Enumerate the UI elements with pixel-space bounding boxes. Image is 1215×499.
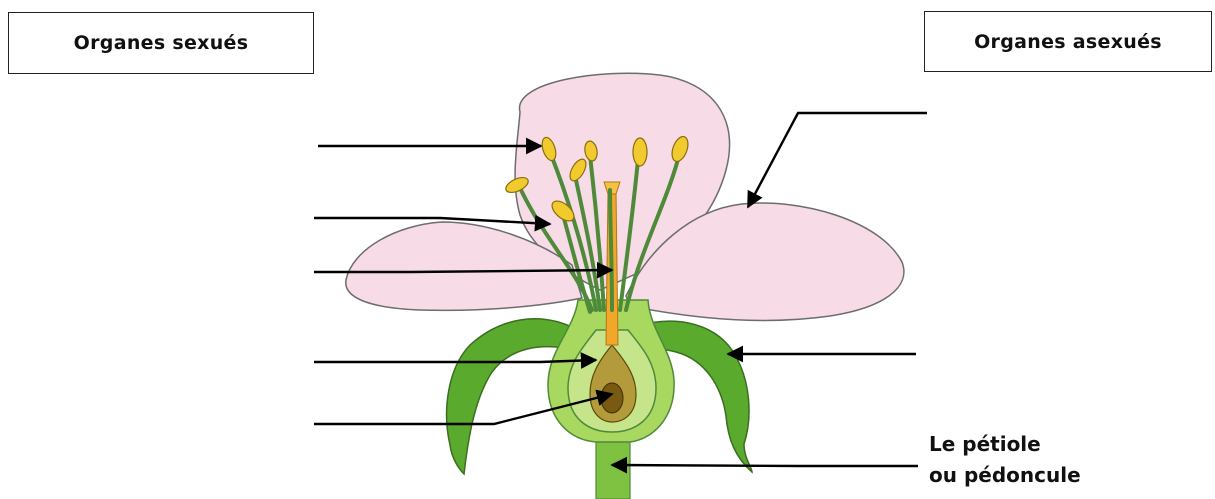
- anther-4: [633, 138, 647, 166]
- arrow-peduncle: [612, 465, 918, 466]
- ovule: [601, 383, 623, 413]
- arrow-petal: [748, 113, 927, 207]
